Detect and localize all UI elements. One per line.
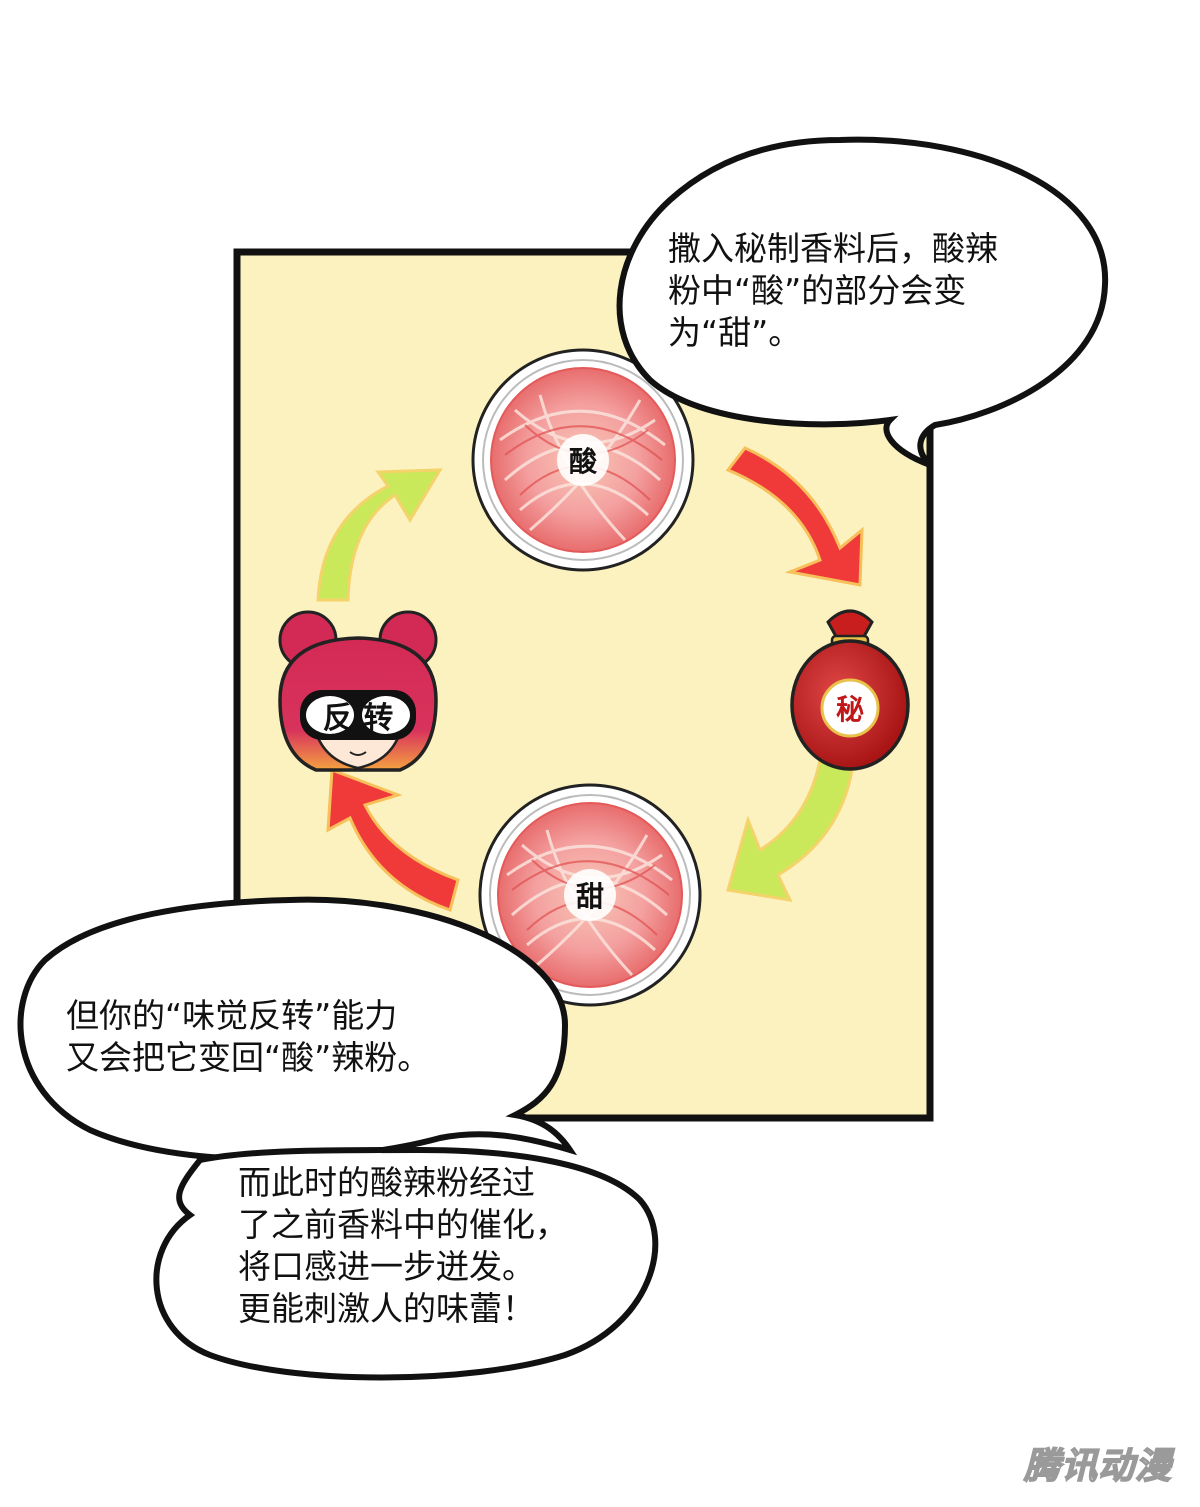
arrow-green-left — [316, 468, 443, 602]
speech-bubble-bottom — [153, 1146, 659, 1381]
bubble-left-line: 又会把它变回“酸”辣粉。 — [66, 1038, 431, 1077]
bubble-left-line: 但你的“味觉反转”能力 — [66, 996, 398, 1035]
bowl-bottom — [478, 783, 702, 1007]
arrow-red-top-right — [725, 446, 864, 587]
bubble-top-line: 粉中“酸”的部分会变 — [668, 271, 967, 310]
spice-bag-icon — [790, 609, 910, 771]
bubble-top-text: 撒入秘制香料后，酸辣 粉中“酸”的部分会变 为“甜”。 — [668, 228, 998, 354]
bowl-top — [471, 348, 695, 572]
bubble-bottom-line: 更能刺激人的味蕾！ — [238, 1289, 535, 1328]
speech-bubble-left — [17, 896, 578, 1163]
watermark-logo: 腾讯动漫 — [1023, 1445, 1172, 1488]
character-face-icon — [278, 610, 438, 772]
bubble-bottom-line: 将口感进一步迸发。 — [238, 1247, 535, 1286]
arrow-green-right — [726, 758, 854, 902]
speech-bubble-top — [616, 136, 1109, 468]
bubble-bottom-line: 了之前香料中的催化， — [238, 1205, 568, 1244]
bubble-top-line: 撒入秘制香料后，酸辣 — [668, 229, 998, 268]
character-face-label: 反 转 — [323, 701, 393, 736]
spice-bag-label: 秘 — [836, 693, 864, 726]
bubble-left-text: 但你的“味觉反转”能力 又会把它变回“酸”辣粉。 — [66, 995, 430, 1079]
bubble-bottom-line: 而此时的酸辣粉经过 — [238, 1163, 535, 1202]
bubble-bottom-text: 而此时的酸辣粉经过 了之前香料中的催化， 将口感进一步迸发。 更能刺激人的味蕾！ — [238, 1162, 568, 1330]
bowl-top-label: 酸 — [569, 445, 598, 478]
bowl-bottom-label: 甜 — [576, 880, 604, 913]
arrow-red-bottom-left — [326, 767, 460, 912]
bubble-top-line: 为“甜”。 — [668, 313, 802, 352]
